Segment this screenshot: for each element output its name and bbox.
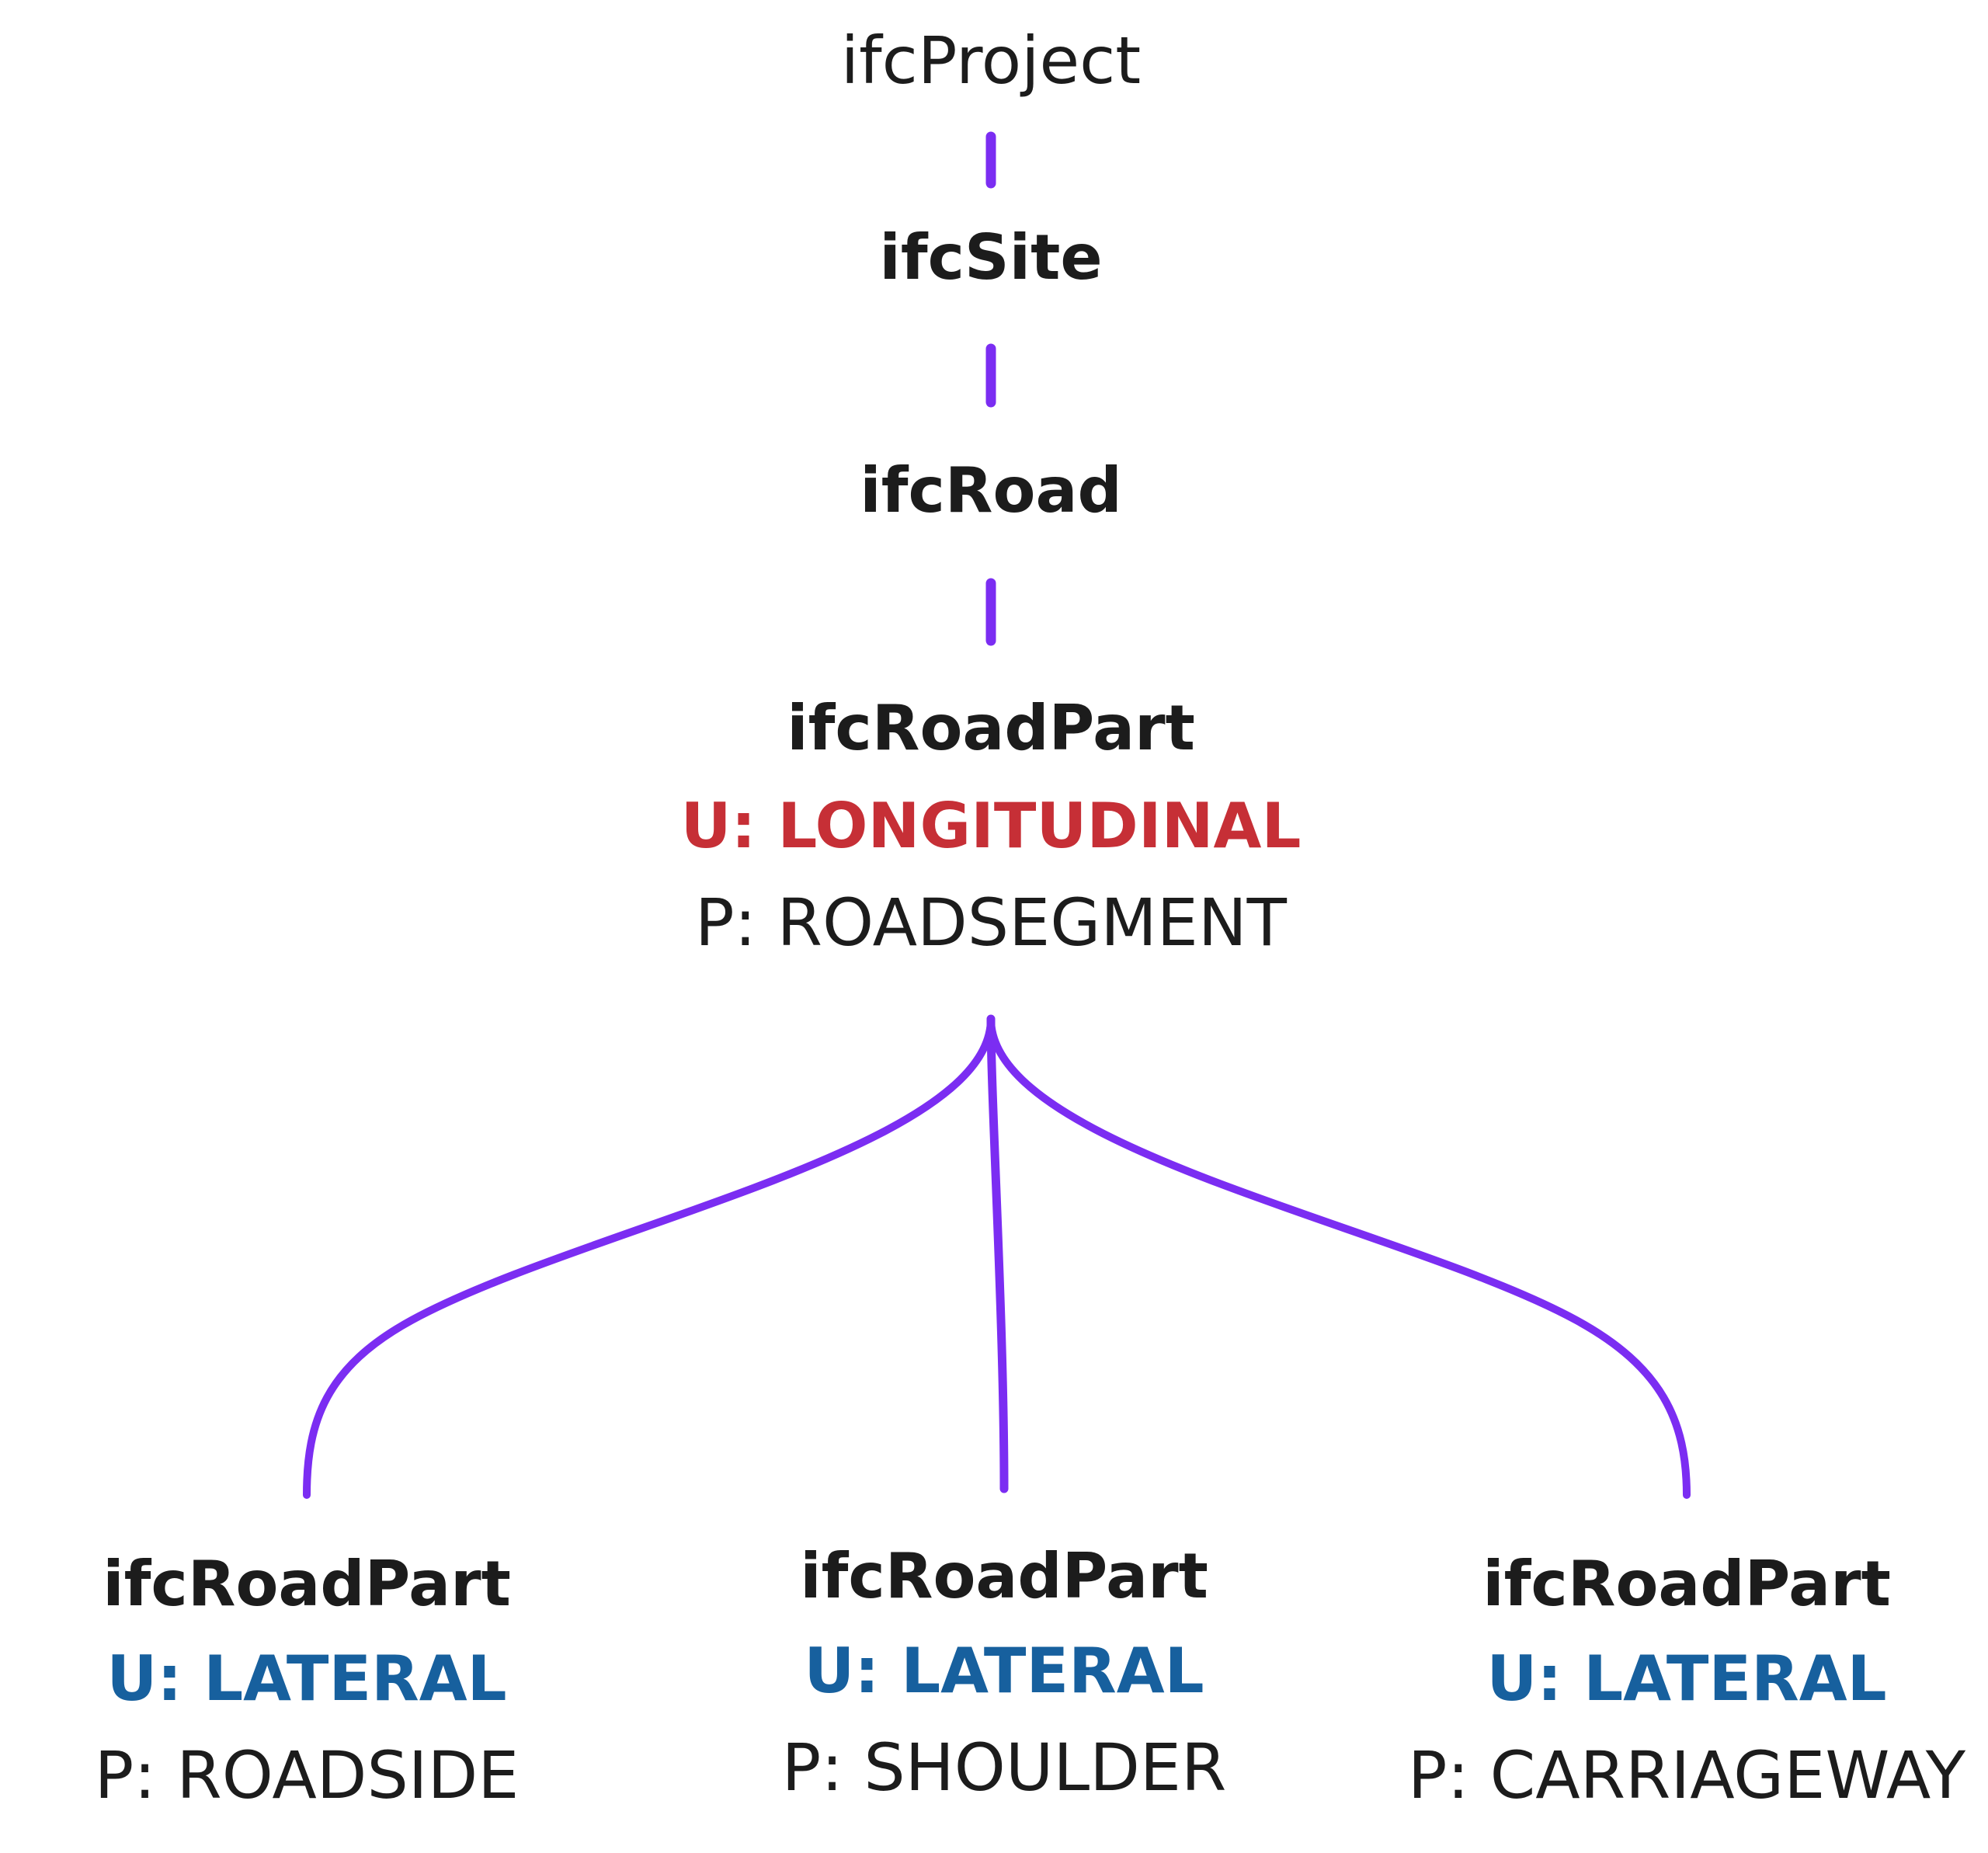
parent-roadpart-usage: U: LONGITUDINAL [680, 790, 1302, 862]
child-roadpart-usage-roadside: U: LATERAL [106, 1643, 507, 1715]
child-roadpart-predefined-carriageway: P: CARRIAGEWAY [1407, 1737, 1966, 1813]
connector-branch-left [303, 1015, 995, 1499]
node-ifcsite: ifcSite [879, 221, 1103, 294]
child-roadpart-predefined-shoulder: P: SHOULDER [781, 1730, 1227, 1806]
child-roadpart-entity-carriageway: ifcRoadPart [1482, 1548, 1891, 1620]
parent-roadpart-predefined: P: ROADSEGMENT [695, 885, 1287, 961]
child-roadpart-entity-roadside: ifcRoadPart [103, 1548, 511, 1620]
node-ifcroad: ifcRoad [860, 454, 1122, 527]
node-ifcproject: ifcProject [840, 23, 1142, 99]
child-roadpart-usage-shoulder: U: LATERAL [804, 1635, 1204, 1707]
child-roadpart-usage-carriageway: U: LATERAL [1486, 1643, 1887, 1715]
connector-branch-middle [986, 1014, 1009, 1493]
child-roadpart-entity-shoulder: ifcRoadPart [800, 1540, 1208, 1612]
connector-branch-right [987, 1015, 1691, 1499]
child-roadpart-predefined-roadside: P: ROADSIDE [94, 1737, 520, 1813]
parent-roadpart-entity: ifcRoadPart [787, 692, 1195, 764]
